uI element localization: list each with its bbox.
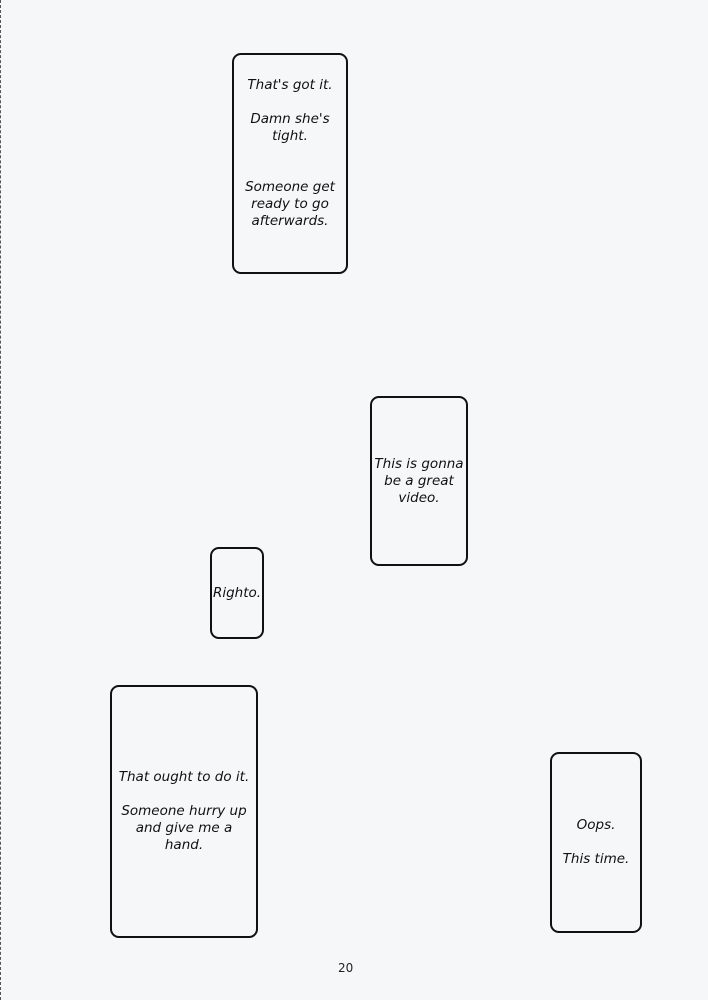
- page-edge: [0, 0, 4, 1000]
- bubble-text: Someone get ready to go afterwards.: [245, 179, 335, 229]
- bubble-text: This is gonna be a great video.: [374, 455, 464, 506]
- speech-bubble-1: That's got it. Damn she's tight. Someone…: [232, 53, 348, 274]
- bubble-text: Damn she's tight.: [250, 111, 330, 144]
- bubble-text: That's got it.: [247, 77, 333, 93]
- bubble-text: Someone hurry up and give me a hand.: [121, 803, 247, 853]
- speech-bubble-2: This is gonna be a great video.: [370, 396, 468, 566]
- bubble-text: Righto.: [212, 584, 262, 601]
- bubble-text: This time.: [562, 851, 630, 867]
- bubble-text: That ought to do it.: [118, 769, 250, 785]
- speech-bubble-3: Righto.: [210, 547, 264, 639]
- speech-bubble-4: That ought to do it. Someone hurry up an…: [110, 685, 258, 938]
- page-number: 20: [338, 961, 354, 975]
- bubble-text: Oops.: [576, 817, 616, 833]
- speech-bubble-5: Oops. This time.: [550, 752, 642, 933]
